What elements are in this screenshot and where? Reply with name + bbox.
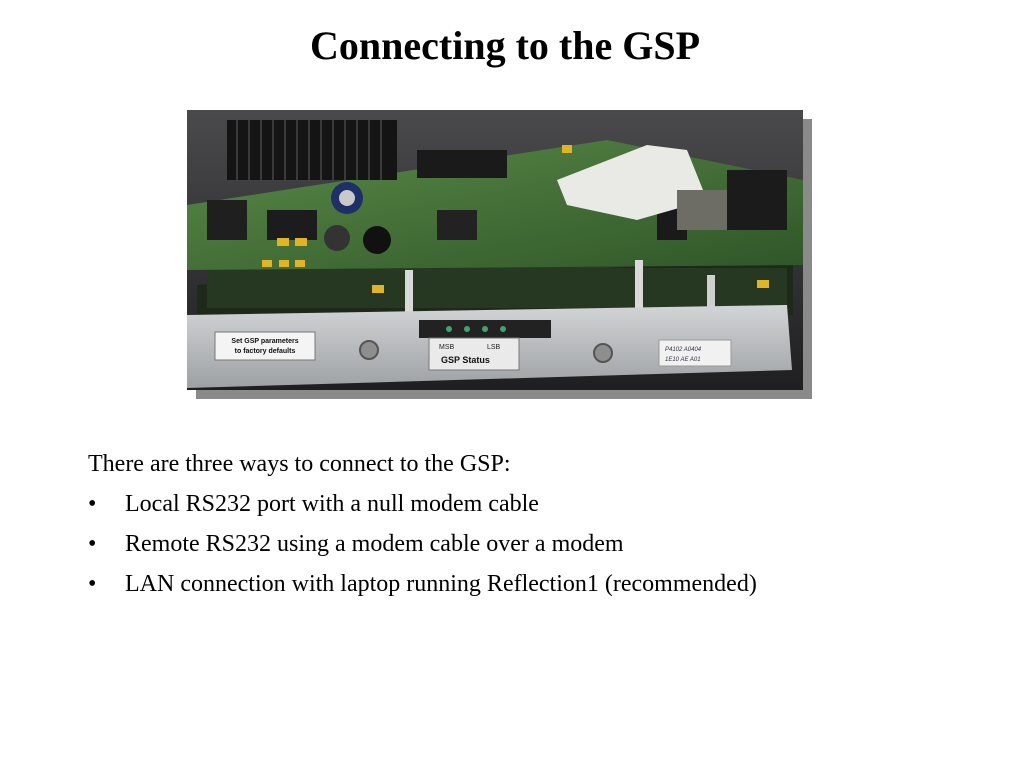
handwritten-line1: P4102 A0404 — [665, 347, 702, 353]
slide-title: Connecting to the GSP — [310, 23, 700, 68]
bullet-item: • Remote RS232 using a modem cable over … — [88, 524, 988, 564]
label-msb: MSB — [439, 344, 455, 351]
label-gsp-status: GSP Status — [441, 355, 490, 365]
bullet-text: Local RS232 port with a null modem cable — [125, 491, 539, 517]
bullet-item: • Local RS232 port with a null modem cab… — [88, 484, 988, 524]
bullet-list: • Local RS232 port with a null modem cab… — [88, 484, 988, 604]
bullet-icon: • — [88, 571, 97, 597]
label-factory-line2: to factory defaults — [235, 348, 296, 355]
bullet-item: • LAN connection with laptop running Ref… — [88, 564, 988, 604]
label-factory-line1: Set GSP parameters — [231, 338, 298, 345]
bullet-text: LAN connection with laptop running Refle… — [125, 571, 757, 597]
label-lsb: LSB — [487, 344, 501, 351]
handwritten-line2: 1E10 AE A01 — [665, 357, 701, 363]
intro-text: There are three ways to connect to the G… — [88, 451, 511, 477]
photo-frame: Set GSP parameters to factory defaults M… — [187, 110, 812, 399]
bullet-icon: • — [88, 531, 97, 557]
bullet-icon: • — [88, 491, 97, 517]
circuit-board-photo: Set GSP parameters to factory defaults M… — [187, 110, 803, 390]
slide-body: There are three ways to connect to the G… — [88, 444, 988, 604]
bullet-text: Remote RS232 using a modem cable over a … — [125, 531, 624, 557]
